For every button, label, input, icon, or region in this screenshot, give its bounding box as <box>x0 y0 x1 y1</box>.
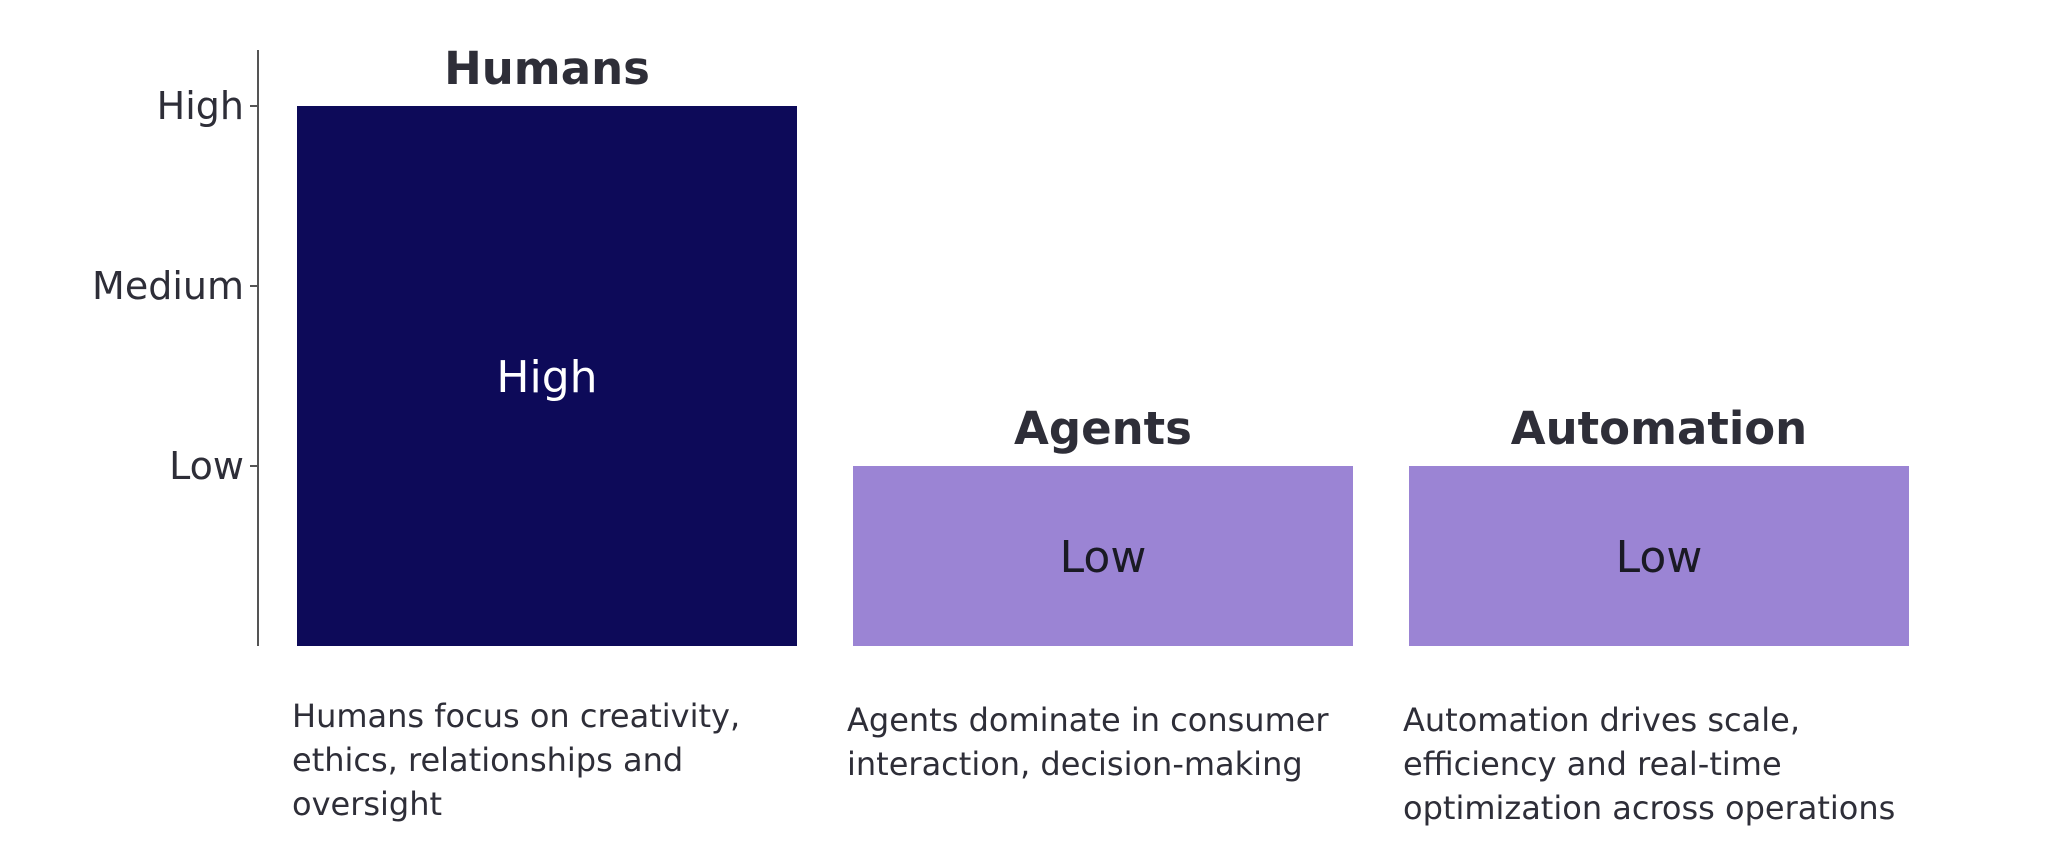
caption-agents: Agents dominate in consumer interaction,… <box>847 701 1329 783</box>
bar-value-label-agents: Low <box>1060 532 1147 583</box>
caption-humans: Humans focus on creativity, ethics, rela… <box>292 697 741 823</box>
y-axis-ticks: Low Medium High <box>92 84 258 488</box>
bar-humans <box>297 106 797 646</box>
bar-agents <box>853 466 1353 646</box>
caption-automation: Automation drives scale, efficiency and … <box>1403 701 1896 827</box>
bar-value-label-automation: Low <box>1616 532 1703 583</box>
category-label-agents: Agents <box>1014 402 1192 455</box>
bar-value-label-humans: High <box>496 352 597 403</box>
y-tick-label: High <box>157 84 244 128</box>
category-label-humans: Humans <box>444 42 650 95</box>
y-tick-label: Medium <box>92 264 244 308</box>
bar-automation <box>1409 466 1909 646</box>
category-label-automation: Automation <box>1511 402 1807 455</box>
y-tick-label: Low <box>169 444 244 488</box>
